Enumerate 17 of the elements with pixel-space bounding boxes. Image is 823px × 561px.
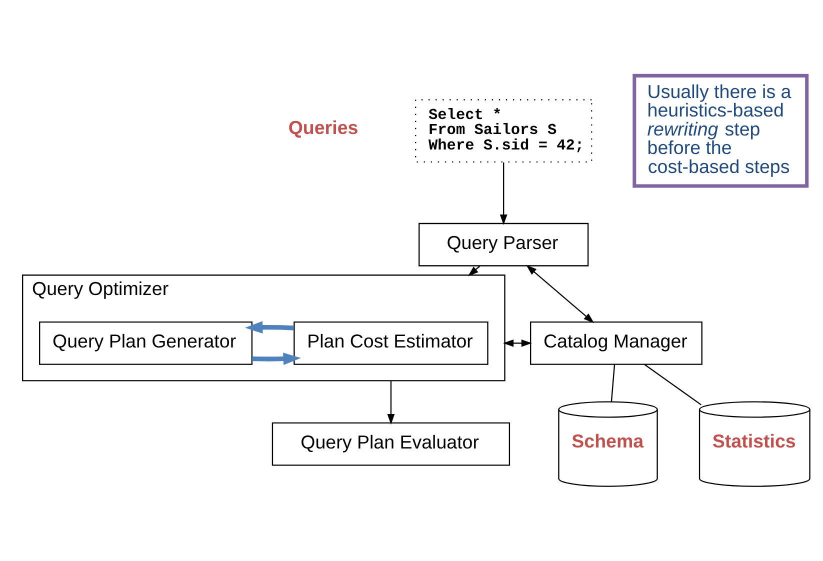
arrow: [503, 338, 532, 346]
node-box: Query Parser: [418, 222, 589, 266]
connector: [610, 364, 616, 402]
arrow: [387, 380, 395, 424]
node-box: Query Plan Evaluator: [272, 422, 510, 466]
arrow: [500, 162, 508, 225]
node-box: Select * From Sailors S Where S.sid = 42;: [415, 98, 592, 162]
connector: [644, 364, 702, 405]
node-box: Query Plan Generator: [39, 320, 253, 364]
arrow: [526, 264, 594, 323]
node-label: Queries: [288, 116, 358, 138]
arrow: [468, 265, 480, 276]
node-box: Catalog Manager: [530, 320, 702, 364]
arrow: [252, 352, 301, 364]
node-box: Usually there is a heuristics-based rewriting step before the cost-based steps: [632, 73, 809, 188]
node-box: Plan Cost Estimator: [294, 320, 488, 364]
arrow: [244, 320, 294, 334]
